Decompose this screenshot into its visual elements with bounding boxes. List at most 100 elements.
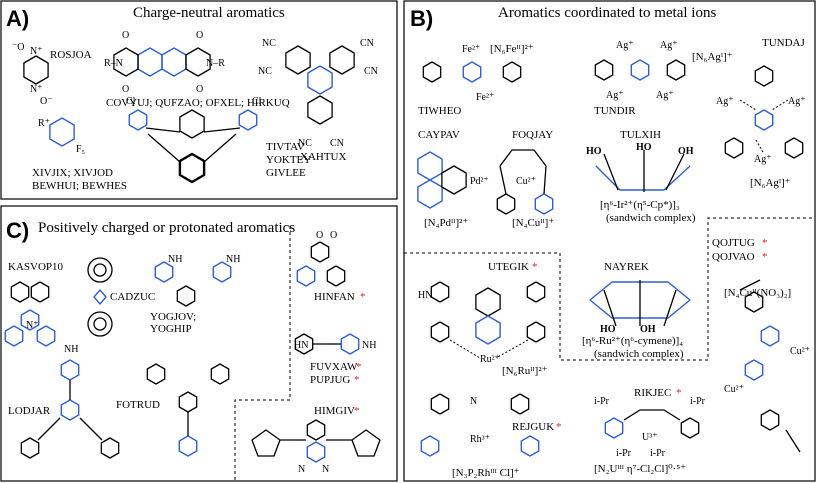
svg-text:O: O — [122, 84, 129, 95]
formula-n4cu-no3: [N₄Cuᴵᴵ(NO₃)₂] — [724, 287, 791, 299]
svg-text:Rh³⁺: Rh³⁺ — [470, 434, 490, 445]
panel-a-frame — [0, 0, 398, 200]
svg-text:Ag⁺: Ag⁺ — [606, 90, 624, 101]
svg-text:*: * — [354, 374, 360, 386]
nayrek-structure: HO OH — [589, 280, 691, 335]
code-fotrud: FOTRUD — [116, 399, 160, 411]
fotrud-structure — [146, 363, 230, 457]
svg-text:HO: HO — [600, 324, 616, 335]
svg-text:HN: HN — [294, 340, 308, 351]
formula-n6fe: [N₆Feᴵᴵ]²⁺ — [490, 43, 534, 55]
svg-text:O: O — [122, 30, 129, 41]
svg-text:i-Pr: i-Pr — [690, 396, 706, 407]
formula-ir-note: (sandwich complex) — [606, 212, 696, 224]
formula-n4pd: [N₄Pdᴵᴵ]²⁺ — [424, 217, 468, 229]
svg-text:NH: NH — [64, 344, 78, 355]
svg-text:R–N: R–N — [104, 58, 123, 69]
xivjix-structure: R⁺ F₅ — [38, 117, 85, 155]
svg-text:NC: NC — [298, 138, 312, 149]
rosjoa-structure: N⁺ N⁺ ⁻O O⁻ — [12, 42, 53, 107]
code-rosjoa: ROSJOA — [50, 49, 92, 61]
lodjar-structure: NH — [20, 344, 120, 459]
utegik-structure: HN Ru²⁺ — [418, 281, 546, 365]
panel-b-letter: B) — [410, 6, 433, 31]
code-tundaj: TUNDAJ — [762, 37, 805, 49]
code-himgiv: HIMGIV — [314, 405, 355, 417]
code-xivjix: XIVJIX; XIVJOD — [32, 167, 113, 179]
code-qojtug: QOJTUG — [712, 237, 755, 249]
kasvop-structure: N⁺ — [4, 281, 56, 347]
svg-text:i-Pr: i-Pr — [594, 396, 610, 407]
svg-text:Cu²⁺: Cu²⁺ — [724, 384, 744, 395]
foqjay-structure: Cu²⁺ — [496, 149, 554, 215]
code-nayrek: NAYREK — [604, 261, 649, 273]
svg-text:HO: HO — [586, 146, 602, 157]
svg-text:NH: NH — [226, 254, 240, 265]
svg-text:N: N — [298, 464, 305, 475]
svg-text:*: * — [556, 421, 562, 433]
svg-text:i-Pr: i-Pr — [650, 448, 666, 459]
formula-n6ag-a: [N₆Agᴵ]⁺ — [692, 51, 733, 63]
fuvxaw-structure: HN NH — [294, 333, 376, 355]
himgiv-structure: N N — [251, 419, 381, 475]
panel-b-frame — [403, 0, 816, 482]
panel-c-divider — [234, 226, 291, 481]
code-qojvao: QOJVAO — [712, 251, 755, 263]
code-kasvop: KASVOP10 — [8, 261, 64, 273]
caypav-structure: Pd²⁺ — [417, 151, 489, 209]
svg-text:N–R: N–R — [206, 58, 225, 69]
panel-c-letter: C) — [6, 218, 29, 243]
svg-text:*: * — [360, 291, 366, 303]
svg-text:O: O — [196, 84, 203, 95]
svg-text:*: * — [356, 361, 362, 373]
svg-text:Fe²⁺: Fe²⁺ — [462, 44, 480, 55]
svg-text:CN: CN — [360, 38, 374, 49]
svg-text:*: * — [762, 251, 768, 263]
code-tulxih: TULXIH — [620, 129, 661, 141]
svg-text:*: * — [532, 261, 538, 273]
code-lodjar: LODJAR — [8, 405, 51, 417]
svg-text:OH: OH — [640, 324, 656, 335]
svg-text:Ru²⁺: Ru²⁺ — [480, 354, 500, 365]
tundaj-structure: Ag⁺ Ag⁺ Ag⁺ — [716, 65, 806, 165]
hinfan-structure: O O — [296, 230, 346, 287]
svg-text:Cu²⁺: Cu²⁺ — [790, 346, 810, 357]
yogjov-structure: NH NH — [154, 254, 240, 307]
formula-ir: [η⁶-Ir²⁺(η⁵-Cp*)]₃ — [600, 199, 680, 211]
code-covyuj: COVYUJ; QUFZAO; OFXEL; HIRKUQ — [106, 97, 290, 109]
code-tiwheo: TIWHEO — [418, 105, 461, 117]
code-bewhui: BEWHUI; BEWHES — [32, 180, 127, 192]
code-fuvxaw: FUVXAW — [310, 361, 358, 373]
code-yogjov: YOGJOV; — [150, 311, 196, 323]
svg-text:Ag⁺: Ag⁺ — [716, 96, 734, 107]
qojtug-structure: Cu²⁺ Cu²⁺ — [724, 279, 810, 453]
panel-c-frame — [0, 205, 398, 482]
svg-text:Cl: Cl — [126, 96, 136, 107]
svg-text:O: O — [316, 230, 323, 241]
panel-a-letter: A) — [6, 6, 29, 31]
code-yoghip: YOGHIP — [150, 323, 192, 335]
svg-text:*: * — [762, 237, 768, 249]
svg-text:NH: NH — [362, 340, 376, 351]
svg-text:NH: NH — [168, 254, 182, 265]
svg-text:HN: HN — [418, 290, 432, 301]
xahtux-structure: NC CN NC CN NC CN — [258, 38, 378, 149]
svg-text:Fe²⁺: Fe²⁺ — [476, 92, 494, 103]
svg-text:Cl: Cl — [252, 96, 262, 107]
code-hinfan: HINFAN — [314, 291, 355, 303]
panel-c-title: Positively charged or protonated aromati… — [38, 220, 295, 236]
svg-text:Ag⁺: Ag⁺ — [788, 96, 806, 107]
svg-text:Ag⁺: Ag⁺ — [660, 40, 678, 51]
code-pupjug: PUPJUG — [310, 374, 350, 386]
svg-text:N: N — [470, 396, 477, 407]
rosjoa-o-bot: O⁻ — [40, 96, 53, 107]
svg-text:i-Pr: i-Pr — [616, 448, 632, 459]
code-utegik: UTEGIK — [488, 261, 529, 273]
rosjoa-n-bot: N⁺ — [30, 84, 43, 95]
tiwheo-structure: Fe²⁺ Fe²⁺ — [422, 44, 522, 103]
covyuj-structure: R–N N–R O O O O — [104, 30, 225, 95]
svg-text:Cu²⁺: Cu²⁺ — [516, 176, 536, 187]
code-caypav: CAYPAV — [418, 129, 460, 141]
code-yoktey: YOKTEY — [266, 154, 311, 166]
